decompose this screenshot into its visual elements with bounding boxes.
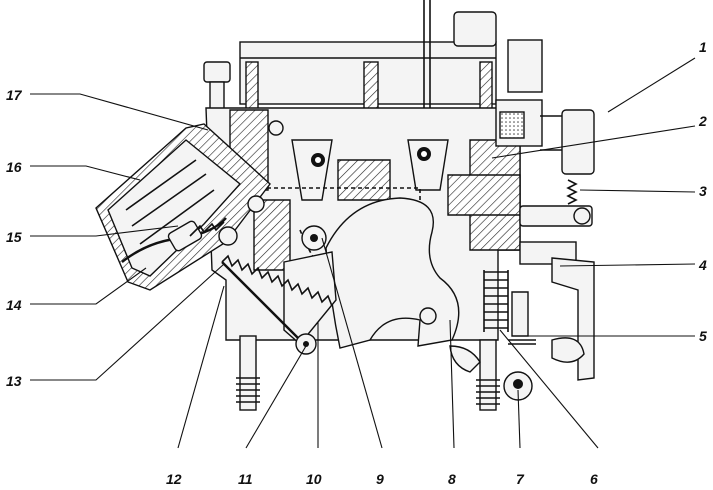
callout-5: 5 — [699, 328, 707, 344]
leader-lines — [30, 57, 696, 449]
callout-12: 12 — [166, 471, 182, 487]
float-chamber — [95, 123, 271, 291]
callout-4: 4 — [698, 257, 707, 273]
callout-7: 7 — [516, 471, 525, 487]
callout-9: 9 — [376, 471, 384, 487]
callout-6: 6 — [590, 471, 598, 487]
top-left-screw — [203, 61, 231, 83]
idle-spring — [483, 270, 509, 332]
callout-3: 3 — [699, 183, 707, 199]
callout-1: 1 — [699, 39, 707, 55]
callout-8: 8 — [448, 471, 456, 487]
top-tower — [453, 11, 497, 47]
callout-2: 2 — [698, 113, 707, 129]
callout-10: 10 — [306, 471, 322, 487]
throttle-return-spring — [221, 254, 333, 355]
callout-labels: 1 2 3 4 5 6 7 8 9 10 11 12 13 14 15 16 1… — [6, 39, 707, 487]
callout-15: 15 — [6, 229, 22, 245]
right-cap — [561, 109, 595, 175]
callout-14: 14 — [6, 297, 22, 313]
carburetor-artwork — [95, 0, 595, 411]
callout-16: 16 — [6, 159, 22, 175]
callout-17: 17 — [6, 87, 23, 103]
callout-13: 13 — [6, 373, 22, 389]
callout-11: 11 — [238, 471, 253, 487]
top-right-boss — [507, 39, 543, 93]
